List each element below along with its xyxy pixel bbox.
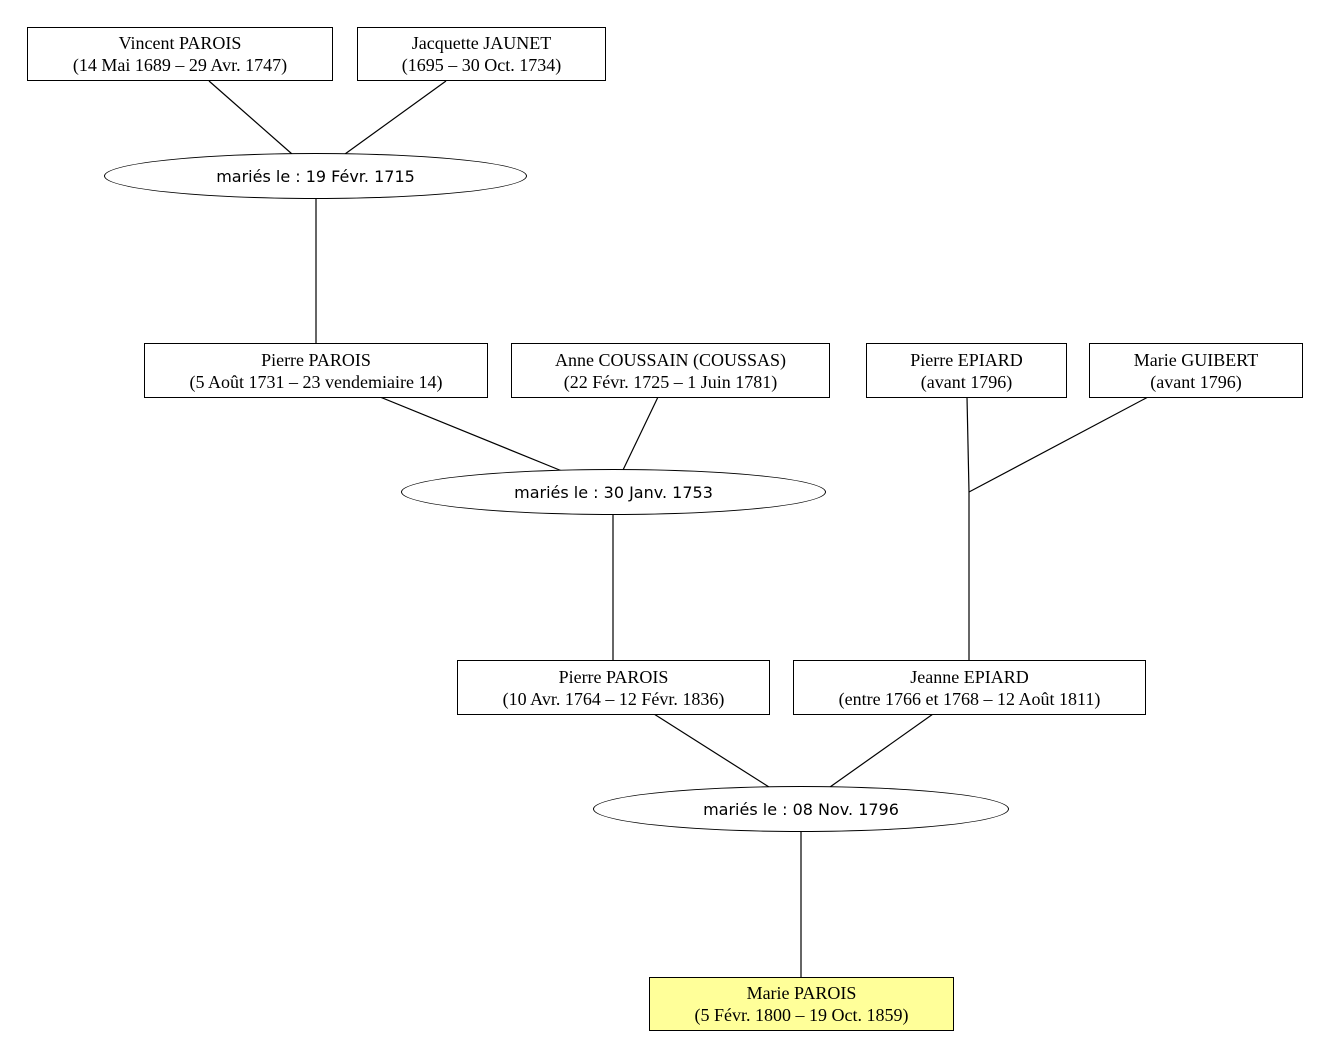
- person-box-marie-guibert[interactable]: Marie GUIBERT (avant 1796): [1089, 343, 1303, 398]
- marriage-label: mariés le : 19 Févr. 1715: [216, 166, 415, 186]
- person-name: Vincent PAROIS: [118, 33, 242, 53]
- person-name: Jacquette JAUNET: [411, 33, 552, 53]
- connector-line: [208, 80, 293, 155]
- person-dates: (14 Mai 1689 – 29 Avr. 1747): [72, 55, 288, 75]
- connector-line: [968, 396, 1149, 493]
- connector-line: [653, 713, 770, 788]
- connector-line: [966, 396, 970, 493]
- person-dates: (1695 – 30 Oct. 1734): [401, 55, 562, 75]
- person-box-marie-parois[interactable]: Marie PAROIS (5 Févr. 1800 – 19 Oct. 185…: [649, 977, 954, 1031]
- person-dates: (entre 1766 et 1768 – 12 Août 1811): [838, 688, 1101, 709]
- connector-line: [379, 396, 563, 472]
- connector-line: [622, 396, 659, 471]
- person-dates: (5 Août 1731 – 23 vendemiaire 14): [189, 371, 443, 392]
- marriage-label: mariés le : 30 Janv. 1753: [514, 482, 713, 502]
- person-dates: (5 Févr. 1800 – 19 Oct. 1859): [694, 1005, 909, 1025]
- person-box-jeanne-epiard[interactable]: Jeanne EPIARD (entre 1766 et 1768 – 12 A…: [793, 660, 1146, 715]
- person-box-pierre-parois-1731[interactable]: Pierre PAROIS (5 Août 1731 – 23 vendemia…: [144, 343, 488, 398]
- person-box-jacquette-jaunet[interactable]: Jacquette JAUNET (1695 – 30 Oct. 1734): [357, 27, 606, 81]
- person-name: Marie GUIBERT: [1133, 349, 1259, 370]
- person-name: Pierre PAROIS: [261, 349, 371, 370]
- connector-line: [344, 80, 447, 155]
- person-name: Jeanne EPIARD: [910, 666, 1029, 687]
- marriage-ellipse-1753[interactable]: mariés le : 30 Janv. 1753: [401, 469, 826, 515]
- marriage-ellipse-1715[interactable]: mariés le : 19 Févr. 1715: [104, 153, 527, 199]
- connector-line: [829, 713, 934, 788]
- person-dates: (22 Févr. 1725 – 1 Juin 1781): [563, 371, 778, 392]
- marriage-label: mariés le : 08 Nov. 1796: [703, 799, 899, 819]
- person-name: Marie PAROIS: [746, 983, 857, 1003]
- person-dates: (avant 1796): [920, 371, 1013, 392]
- person-dates: (avant 1796): [1150, 371, 1242, 392]
- person-box-pierre-epiard[interactable]: Pierre EPIARD (avant 1796): [866, 343, 1067, 398]
- person-name: Pierre EPIARD: [910, 349, 1023, 370]
- person-box-anne-coussain[interactable]: Anne COUSSAIN (COUSSAS) (22 Févr. 1725 –…: [511, 343, 830, 398]
- person-box-pierre-parois-1764[interactable]: Pierre PAROIS (10 Avr. 1764 – 12 Févr. 1…: [457, 660, 770, 715]
- person-box-vincent-parois[interactable]: Vincent PAROIS (14 Mai 1689 – 29 Avr. 17…: [27, 27, 333, 81]
- marriage-ellipse-1796[interactable]: mariés le : 08 Nov. 1796: [593, 786, 1009, 832]
- person-name: Pierre PAROIS: [558, 666, 669, 687]
- person-name: Anne COUSSAIN (COUSSAS): [554, 349, 787, 370]
- person-dates: (10 Avr. 1764 – 12 Févr. 1836): [502, 688, 725, 709]
